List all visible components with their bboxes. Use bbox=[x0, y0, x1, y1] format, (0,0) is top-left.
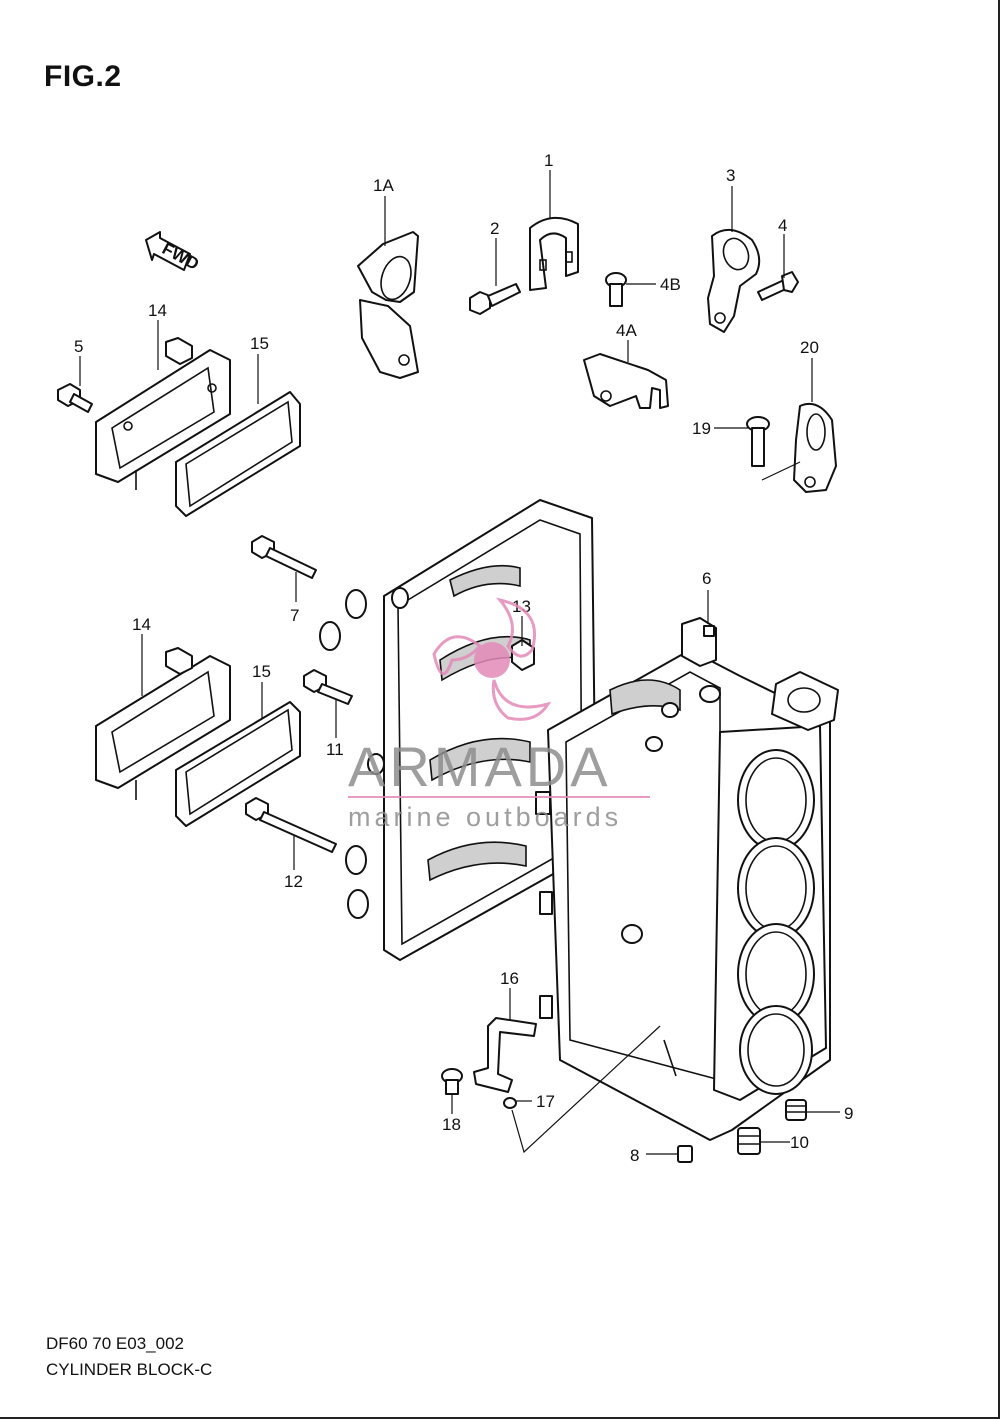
label-18: 18 bbox=[442, 1115, 461, 1134]
bolt-part-4b bbox=[605, 272, 627, 307]
plug-part-10 bbox=[737, 1127, 761, 1155]
bolt-part-5 bbox=[57, 383, 93, 413]
cover-part-14-bottom bbox=[95, 647, 231, 800]
fwd-arrow-icon: FWD bbox=[145, 231, 202, 274]
label-10: 10 bbox=[790, 1133, 809, 1152]
watermark-tagline: marine outboards bbox=[348, 802, 622, 832]
part-labels: 1A 1 2 3 4 4B 4A 19 20 5 14 15 7 6 13 14… bbox=[74, 151, 853, 1165]
crankcase-housing bbox=[319, 499, 597, 961]
bracket-part-20 bbox=[761, 402, 837, 493]
label-19: 19 bbox=[692, 419, 711, 438]
bolt-part-12 bbox=[245, 797, 337, 853]
bolt-part-18 bbox=[441, 1068, 463, 1095]
label-14-bottom: 14 bbox=[132, 615, 151, 634]
bracket-part-3 bbox=[707, 229, 761, 333]
leader-lines bbox=[79, 170, 840, 1155]
label-5: 5 bbox=[74, 337, 83, 356]
label-14-top: 14 bbox=[148, 301, 167, 320]
label-15-bottom: 15 bbox=[252, 662, 271, 681]
label-7: 7 bbox=[290, 606, 299, 625]
bolt-part-11 bbox=[303, 669, 353, 705]
propeller-logo-icon bbox=[432, 597, 552, 721]
clamp-part-1 bbox=[529, 217, 579, 291]
watermark-brand: ARMADA bbox=[348, 735, 612, 798]
bolt-part-7 bbox=[251, 535, 317, 579]
cylinder-block bbox=[539, 649, 839, 1141]
label-17: 17 bbox=[536, 1092, 555, 1111]
gasket-part-15-bottom bbox=[175, 701, 301, 827]
sensor-part-6 bbox=[681, 617, 717, 667]
label-16: 16 bbox=[500, 969, 519, 988]
label-1a: 1A bbox=[373, 176, 394, 195]
plug-part-8 bbox=[677, 1145, 693, 1163]
pipe-part-16 bbox=[473, 1017, 537, 1093]
bracket-part-1a bbox=[357, 231, 419, 379]
label-4a: 4A bbox=[616, 321, 637, 340]
label-1: 1 bbox=[544, 151, 553, 170]
o-ring-part-17 bbox=[503, 1097, 517, 1109]
bolt-part-19 bbox=[746, 416, 770, 467]
figure-title: FIG.2 bbox=[44, 60, 122, 93]
footer-section-title: CYLINDER BLOCK-C bbox=[46, 1360, 213, 1379]
label-9: 9 bbox=[844, 1104, 853, 1123]
label-4: 4 bbox=[778, 216, 787, 235]
armada-watermark: ARMADA marine outboards bbox=[348, 597, 650, 832]
cover-part-14-top bbox=[95, 337, 231, 490]
footer-model-code: DF60 70 E03_002 bbox=[46, 1334, 184, 1353]
label-6: 6 bbox=[702, 569, 711, 588]
plug-part-9 bbox=[785, 1099, 807, 1121]
label-15-top: 15 bbox=[250, 334, 269, 353]
label-2: 2 bbox=[490, 219, 499, 238]
label-20: 20 bbox=[800, 338, 819, 357]
plate-part-4a bbox=[583, 353, 669, 409]
label-4b: 4B bbox=[660, 275, 681, 294]
label-3: 3 bbox=[726, 166, 735, 185]
bolt-part-2 bbox=[469, 283, 521, 315]
label-11: 11 bbox=[326, 740, 344, 759]
label-12: 12 bbox=[284, 872, 303, 891]
bolt-part-4 bbox=[757, 271, 799, 301]
gasket-part-15-top bbox=[175, 391, 301, 517]
label-8: 8 bbox=[630, 1146, 639, 1165]
